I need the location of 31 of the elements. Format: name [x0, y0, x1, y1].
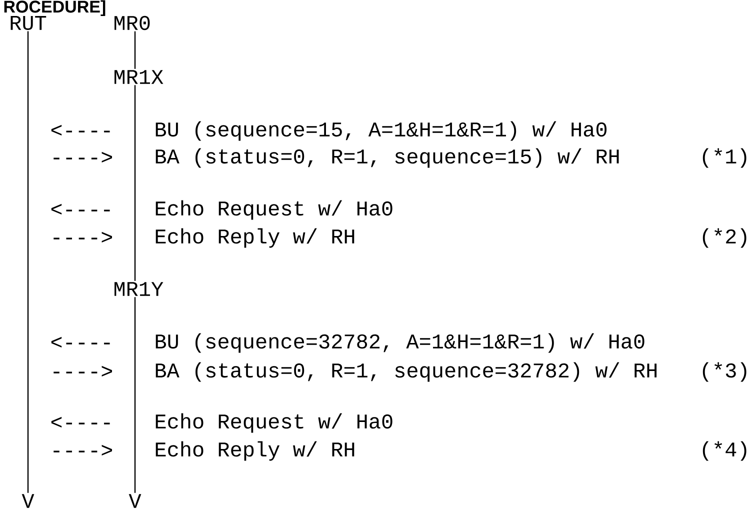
heading: ROCEDURE]: [4, 0, 106, 16]
lifeline-label: MR1Y: [114, 282, 164, 296]
message-label: Echo Request w/ Ha0: [156, 200, 392, 220]
message-label: Echo Request w/ Ha0: [156, 413, 392, 433]
message-label: BU (sequence=32782, A=1&H=1&R=1) w/ Ha0: [156, 333, 644, 353]
lifeline: [134, 297, 136, 493]
lifeline: [134, 85, 136, 281]
message-label: BA (status=0, R=1, sequence=32782) w/ RH: [156, 362, 657, 382]
message-label: Echo Reply w/ RH: [156, 441, 354, 461]
message-label: Echo Reply w/ RH: [156, 228, 354, 248]
text-arrow: ---->: [54, 366, 112, 377]
message-label: BU (sequence=15, A=1&H=1&R=1) w/ Ha0: [156, 121, 606, 141]
lifeline: [134, 31, 136, 69]
text-arrow: <----: [51, 124, 110, 136]
lifeline-label: MR1X: [114, 70, 164, 84]
arrow-tip-letter: V: [128, 494, 142, 508]
footnote-marker: (*3): [702, 362, 746, 382]
footnote-marker: (*2): [702, 228, 746, 248]
text-arrow: <----: [51, 336, 110, 348]
lifeline-label: RUT: [10, 16, 46, 30]
text-arrow: ---->: [54, 152, 112, 163]
text-arrow: ---->: [54, 444, 112, 456]
arrow-tip-letter: V: [22, 494, 34, 508]
lifeline: [27, 31, 29, 493]
text-arrow: ---->: [54, 232, 112, 243]
footnote-marker: (*4): [702, 441, 746, 461]
text-arrow: <----: [51, 204, 110, 215]
text-arrow: <----: [51, 416, 110, 428]
lifeline-label: MR0: [114, 16, 150, 30]
message-label: BA (status=0, R=1, sequence=15) w/ RH: [156, 148, 619, 168]
footnote-marker: (*1): [702, 148, 746, 168]
